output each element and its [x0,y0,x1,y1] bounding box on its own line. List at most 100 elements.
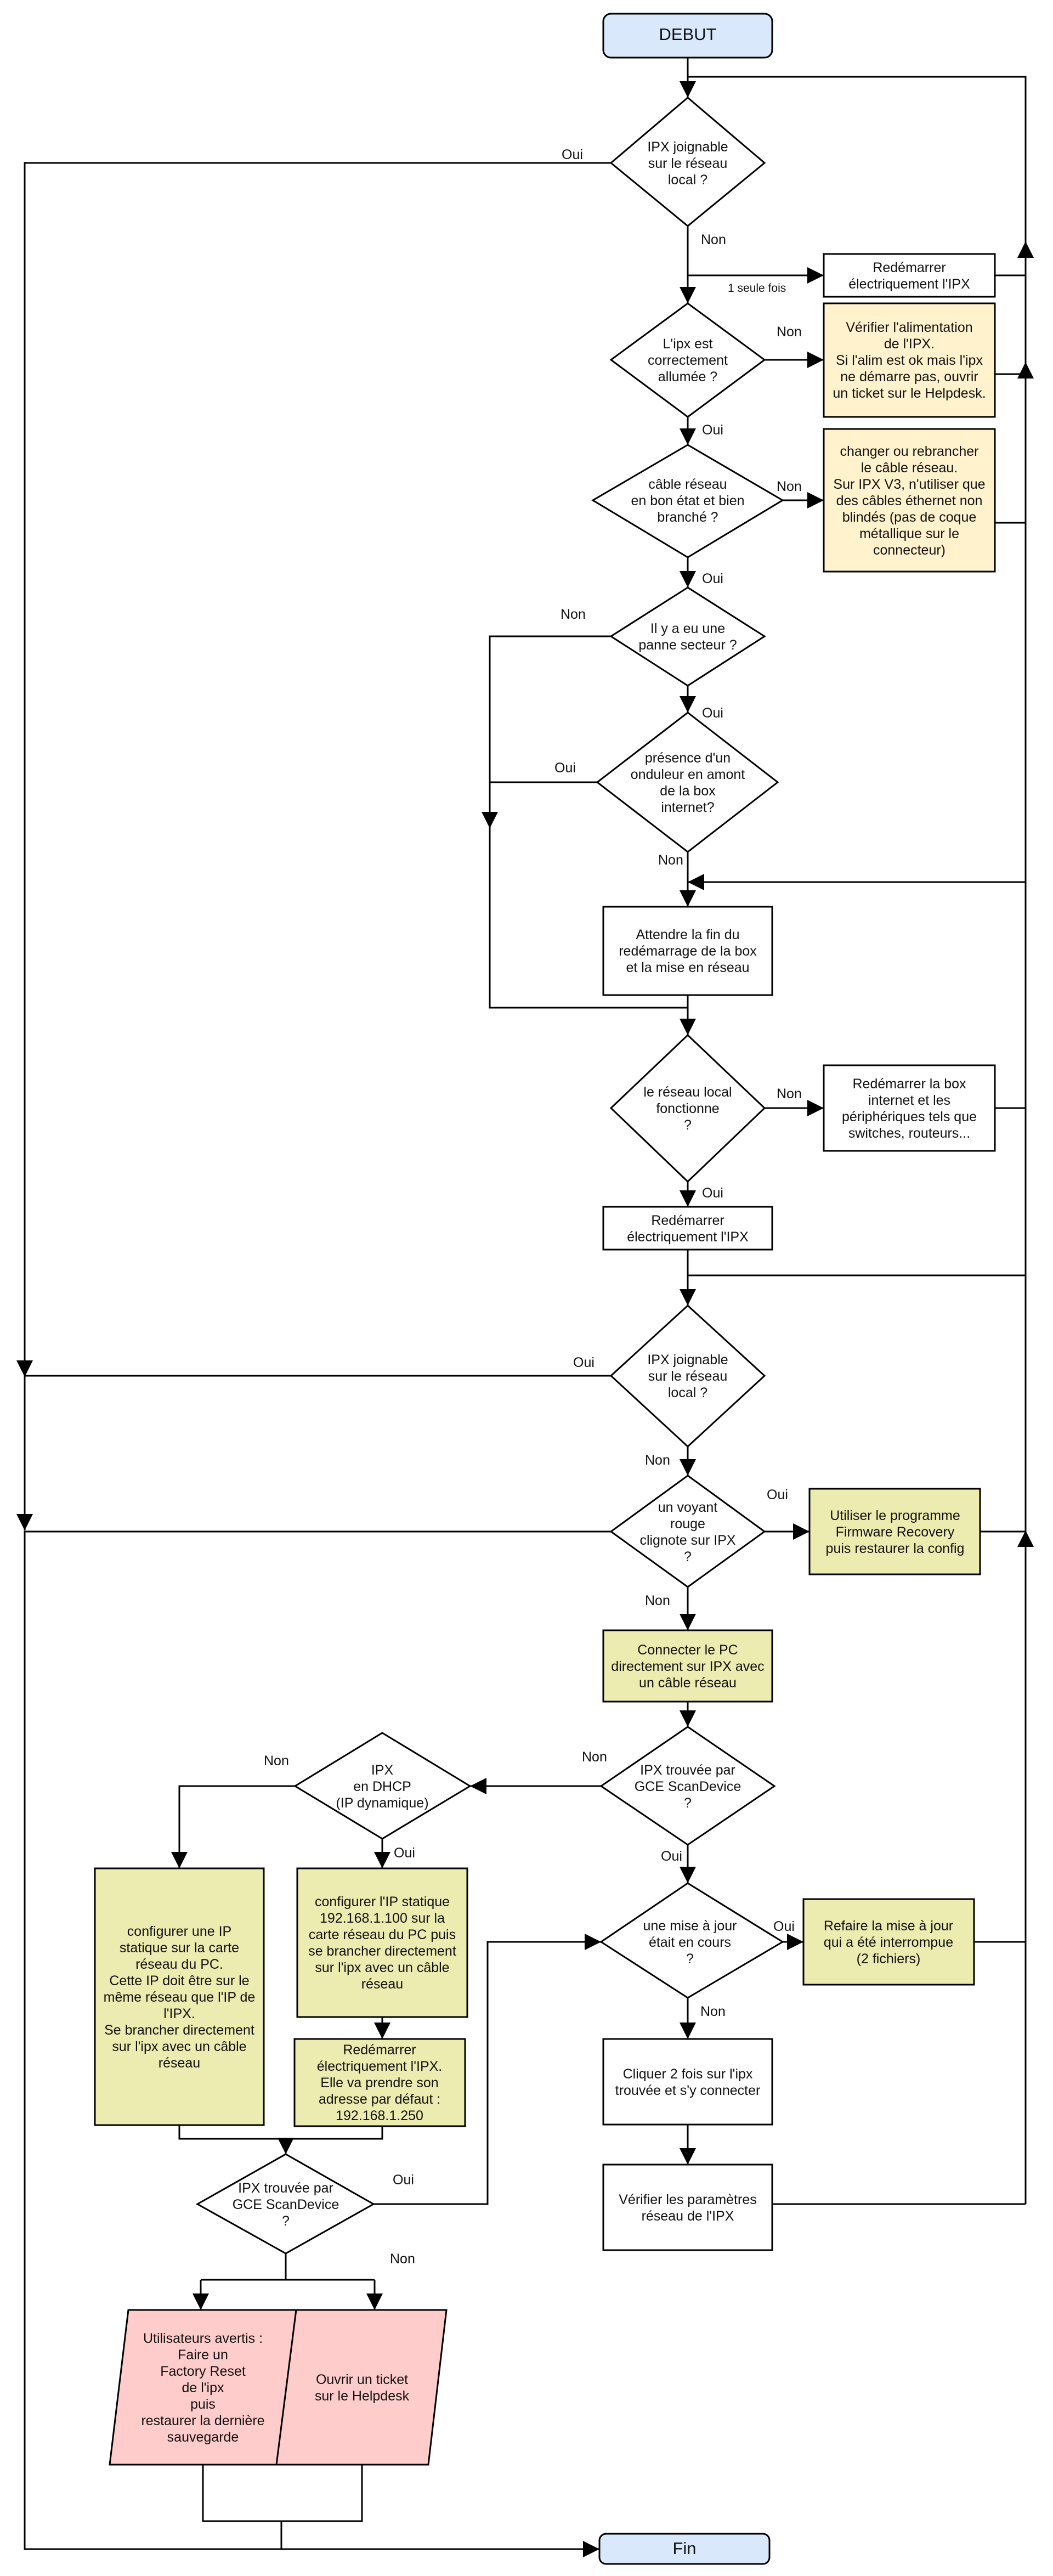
node-text-line: 192.168.1.250 [336,2108,423,2123]
node-text-line: Faire un [178,2347,228,2363]
node-text-line: des câbles éthernet non [836,493,983,509]
label-once: 1 seule fois [728,282,786,295]
edge-labels: Oui Non 1 seule fois Non Oui Non Oui Non… [264,147,802,2267]
node-text-line: de la box [660,783,716,799]
node-text-line: ne démarre pas, ouvrir [840,369,978,385]
node-text-line: réseau du PC. [135,1957,223,1972]
node-text-line: en DHCP [353,1779,411,1794]
node-text-line: branché ? [657,510,718,525]
node-text-line: Vérifier les paramètres [619,2192,756,2207]
node-text-line: de l'ipx [182,2380,224,2396]
label-d4-no: Non [561,607,586,622]
node-text-line: sur l'ipx avec un câble [315,1960,449,1975]
node-text-line: Firmware Recovery [836,1524,955,1540]
node-text-line: Connecter le PC [637,1642,738,1658]
node-text-line: de l'IPX. [884,336,935,352]
node-text-line: (IP dynamique) [336,1795,428,1811]
node-text-line: Redémarrer [343,2042,416,2058]
node-text-line: Utiliser le programme [830,1508,960,1523]
node-text-line: IPX trouvée par [238,2180,333,2196]
node-text-line: carte réseau du PC puis [309,1927,456,1942]
node-text-line: sur le réseau [648,1369,728,1384]
label-d11-no: Non [700,2004,726,2019]
node-text-line: le réseau local [643,1084,732,1100]
node-text-line: Ouvrir un ticket [316,2372,408,2387]
label-d5-yes: Oui [554,760,576,776]
edge-retry-loop-mid [688,1274,1027,1539]
node-text-line: redémarrage de la box [619,944,757,959]
node-text-line: sur le réseau [648,156,728,171]
node-text-line: blindés (pas de coque [842,510,977,525]
edge-dhcp-no [171,1785,295,1868]
node-text-line: un ticket sur le Helpdesk. [833,386,986,401]
node-text-line: l'IPX. [163,2006,195,2021]
node-text-line: réseau [158,2055,200,2071]
label-d7-no: Non [645,1453,670,1468]
node-text-line: Il y a eu une [650,621,725,636]
node-text-line: IPX joignable [647,139,728,155]
edge-left-join [178,2125,294,2154]
start-label: DEBUT [659,25,716,44]
node-text-line: configurer l'IP statique [315,1894,450,1910]
node-text-line: GCE ScanDevice [233,2197,339,2212]
label-d10-yes: Oui [393,2172,414,2188]
edge-box-loop [688,874,1027,1109]
node-text-line: switches, routeurs... [848,1126,970,1141]
node-text-line: Cliquer 2 fois sur l'ipx [623,2066,753,2082]
node-text-line: se brancher directement [308,1944,456,1959]
node-text-line: un voyant [658,1500,717,1515]
edge-bottom-join [202,2465,363,2522]
node-text-line: Redémarrer la box [852,1076,966,1092]
node-text-line: le câble réseau. [861,460,958,476]
edge-right-join [286,2126,383,2140]
node-text-line: Factory Reset [160,2364,246,2379]
node-text-line: ? [684,1117,692,1133]
node-text-line: allumée ? [658,369,717,385]
node-text-line: internet? [661,800,714,815]
label-d3-no: Non [777,479,802,494]
label-d1-no: Non [701,232,726,247]
node-text-line: panne secteur ? [638,637,737,653]
node-text-line: changer ou rebrancher [840,444,979,459]
node-text-line: IPX joignable [647,1352,728,1368]
node-text-line: même réseau que l'IP de [104,1990,256,2005]
node-text-line: sur l'ipx avec un câble [112,2039,246,2054]
node-text-line: connecteur) [873,543,946,558]
node-text-line: 192.168.1.100 sur la [320,1911,445,1926]
node-text-line: trouvée et s'y connecter [615,2083,761,2098]
node-text-line: statique sur la carte [120,1940,239,1956]
node-text-line: puis restaurer la config [826,1541,965,1556]
node-text-line: qui a été interrompue [824,1935,953,1950]
label-d9-yes: Oui [661,1849,682,1864]
node-text-line: local ? [668,172,707,188]
node-text-line: internet et les [868,1093,950,1108]
